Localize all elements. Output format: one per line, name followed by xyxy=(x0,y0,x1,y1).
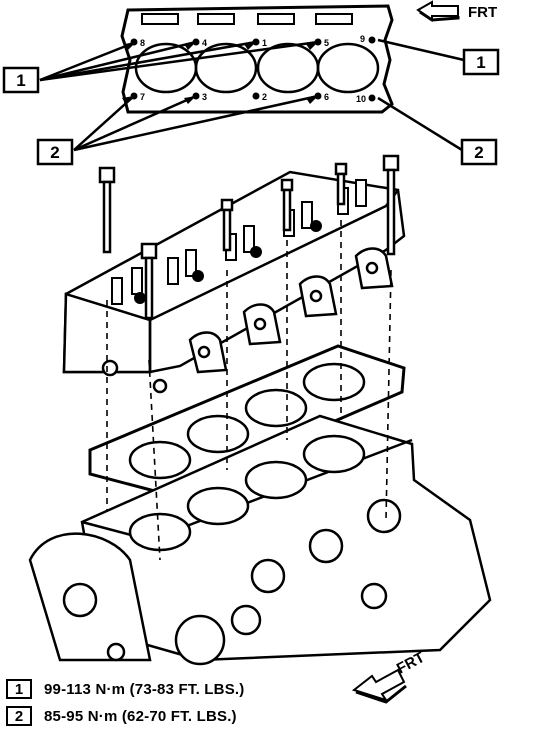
front-arrow-bottom: FRT xyxy=(351,649,428,704)
bolt-sequence-bottom-labels: 7 3 2 6 10 xyxy=(140,92,366,104)
front-arrow-top: FRT xyxy=(416,0,497,22)
front-arrow-label: FRT xyxy=(394,649,428,678)
seq-number: 3 xyxy=(202,92,207,102)
callout-box-1-right: 1 xyxy=(462,48,500,76)
legend-key: 1 xyxy=(6,679,32,699)
callout-number: 1 xyxy=(16,71,25,90)
alignment-lines xyxy=(106,220,392,561)
callout-lines xyxy=(39,38,465,152)
bolt-sequence-top-labels: 8 4 1 5 9 xyxy=(140,34,365,48)
callout-box-2-right: 2 xyxy=(460,138,498,166)
seq-number: 5 xyxy=(324,38,329,48)
seq-number: 9 xyxy=(360,34,365,44)
seq-number: 6 xyxy=(324,92,329,102)
head-bolt-sequence-view xyxy=(120,4,394,114)
callout-box-1-left: 1 xyxy=(2,66,40,94)
legend-torque-text: 99-113 N·m (73-83 FT. LBS.) xyxy=(44,680,245,698)
seq-number: 4 xyxy=(202,38,207,48)
seq-number: 2 xyxy=(262,92,267,102)
front-arrow-label: FRT xyxy=(468,4,497,21)
legend-row-2: 2 85-95 N·m (62-70 FT. LBS.) xyxy=(6,704,237,728)
legend-row-1: 1 99-113 N·m (73-83 FT. LBS.) xyxy=(6,677,244,701)
seq-number: 10 xyxy=(356,94,366,104)
seq-number: 8 xyxy=(140,38,145,48)
head-gasket xyxy=(88,344,406,496)
seq-number: 7 xyxy=(140,92,145,102)
callout-number: 2 xyxy=(50,143,59,162)
callout-number: 1 xyxy=(476,53,485,72)
callout-number: 2 xyxy=(474,143,483,162)
engine-block xyxy=(28,414,492,666)
callout-box-2-left: 2 xyxy=(36,138,74,166)
callout-heads xyxy=(122,42,318,104)
seq-number: 1 xyxy=(262,38,267,48)
legend-key: 2 xyxy=(6,706,32,726)
legend-torque-text: 85-95 N·m (62-70 FT. LBS.) xyxy=(44,707,237,725)
head-bolts xyxy=(98,154,400,320)
